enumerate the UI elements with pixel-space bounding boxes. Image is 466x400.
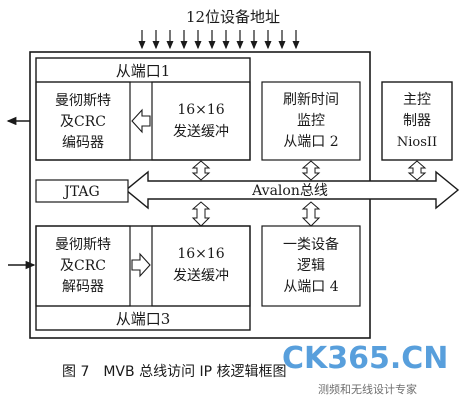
refresh-time-monitor: 刷新时间 监控 从端口 2: [261, 81, 361, 161]
controller-line-3: NiosII: [397, 135, 437, 150]
manchester-encoder: 曼彻斯特 及CRC 编码器: [35, 81, 131, 161]
avalon-bus-arrow: [124, 170, 460, 210]
decoder-line-2: 及CRC: [60, 258, 106, 274]
controller-line-1: 主控: [403, 92, 431, 108]
send-buffer-bottom-line-1: 16×16: [177, 246, 224, 262]
controller-line-2: 制器: [403, 113, 431, 129]
refresh-line-2: 监控: [297, 113, 325, 129]
class1-line-1: 一类设备: [283, 236, 339, 253]
encoder-line-1: 曼彻斯特: [55, 93, 111, 109]
jtag-block: JTAG: [35, 179, 129, 203]
refresh-line-1: 刷新时间: [283, 92, 339, 108]
watermark: CK365.CN 测频和无线设计专家: [282, 341, 448, 396]
class1-line-2: 逻辑: [297, 258, 325, 274]
watermark-tagline: 测频和无线设计专家: [318, 382, 417, 396]
figure-caption: 图 7 MVB 总线访问 IP 核逻辑框图: [62, 364, 287, 380]
address-arrows: [138, 30, 300, 50]
device-address-label: 12位设备地址: [186, 8, 280, 26]
class1-device-logic: 一类设备 逻辑 从端口 4: [261, 225, 361, 307]
avalon-bus-label: Avalon总线: [251, 183, 328, 199]
send-buffer-top-line-2: 发送缓冲: [173, 124, 229, 140]
slave-port-1-label: 从端口1: [116, 62, 171, 80]
slave-port-3-label: 从端口3: [116, 310, 171, 328]
send-buffer-top-line-1: 16×16: [177, 102, 224, 118]
decoder-line-3: 解码器: [62, 279, 104, 295]
encoder-line-3: 编码器: [62, 135, 104, 151]
main-controller: 主控 制器 NiosII: [381, 81, 453, 161]
send-buffer-bottom-line-2: 发送缓冲: [173, 268, 229, 284]
send-buffer-top: 16×16 发送缓冲: [151, 81, 251, 161]
class1-line-3: 从端口 4: [283, 279, 338, 295]
manchester-decoder: 曼彻斯特 及CRC 解码器: [35, 225, 131, 307]
encoder-line-2: 及CRC: [60, 114, 106, 130]
buffer-to-encoder-arrow: [131, 108, 151, 134]
decoder-line-1: 曼彻斯特: [55, 237, 111, 253]
send-buffer-bottom: 16×16 发送缓冲: [151, 225, 251, 307]
refresh-line-3: 从端口 2: [283, 134, 338, 150]
watermark-brand: CK365.CN: [282, 341, 448, 376]
decoder-to-buffer-arrow: [131, 252, 151, 278]
jtag-label: JTAG: [62, 184, 99, 200]
